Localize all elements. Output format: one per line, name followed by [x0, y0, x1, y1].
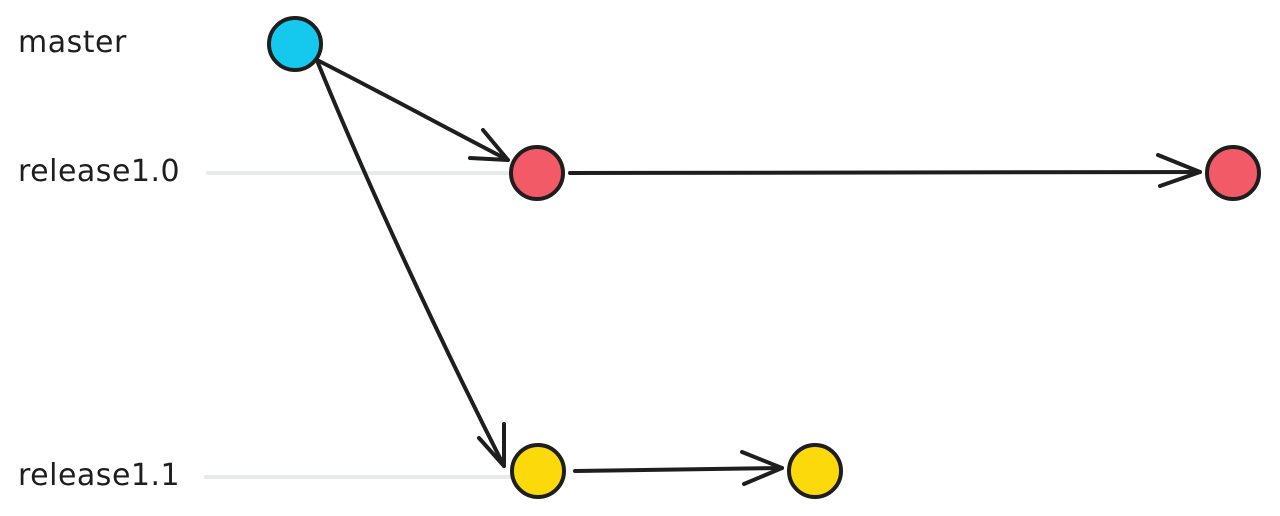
commit-node-release1-0-b: [1205, 145, 1261, 201]
edges: [316, 59, 1202, 486]
edge-release1-0-to-release1-0: [568, 153, 1202, 188]
commit-node-release1-0-a: [509, 145, 565, 201]
branch-label-release1-0: release1.0: [18, 154, 181, 189]
commit-node-master: [267, 16, 323, 72]
edge-master-to-release1-0: [317, 59, 510, 162]
edge-release1-1-to-release1-1: [573, 450, 784, 486]
commit-node-release1-1-b: [787, 443, 843, 499]
branch-label-master: master: [18, 25, 127, 60]
branch-label-release1-1: release1.1: [18, 458, 181, 493]
commit-node-release1-1-a: [510, 443, 566, 499]
edge-master-to-release1-1: [316, 61, 506, 468]
